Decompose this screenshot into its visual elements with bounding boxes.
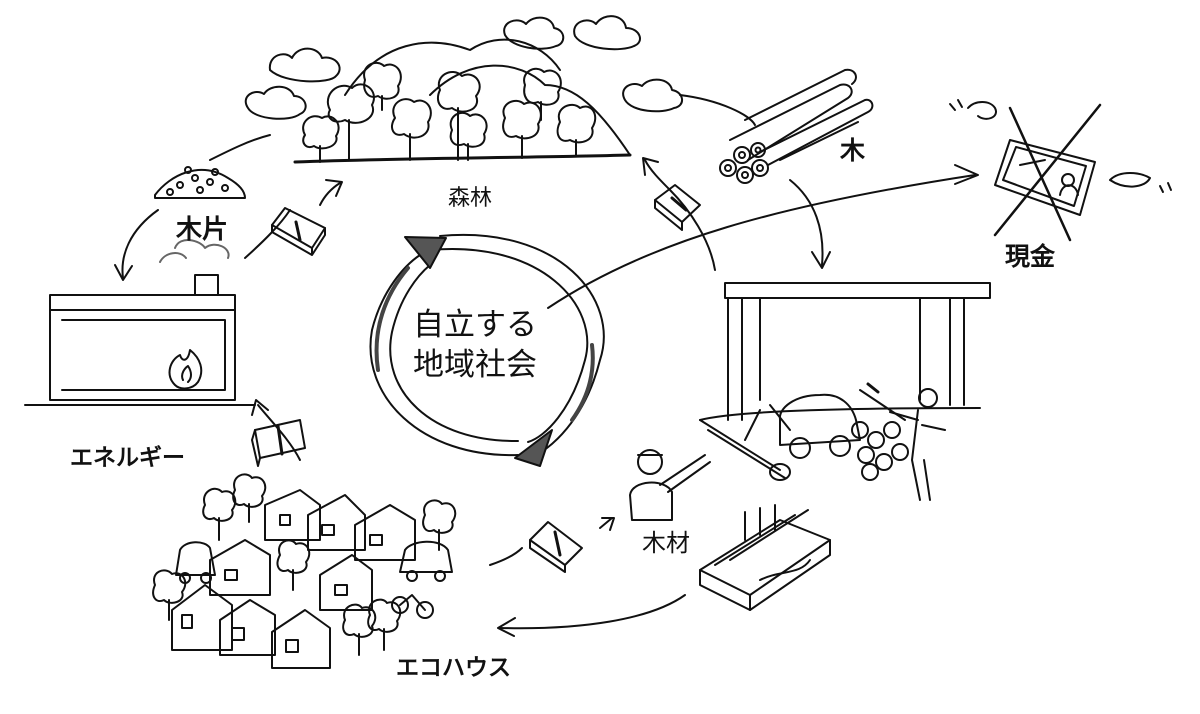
cash-bundle-icon	[271, 207, 326, 256]
label-cash: 現金	[1005, 242, 1056, 271]
tree-icon	[367, 598, 402, 651]
tree-icon	[523, 67, 562, 121]
energy-plant-illustration	[24, 239, 256, 406]
cash-bundle-icon	[529, 521, 583, 573]
house-icon	[264, 489, 321, 541]
house-icon	[307, 494, 366, 551]
tree-icon	[202, 487, 237, 541]
lumber-illustration	[629, 449, 831, 611]
tree-icon	[556, 103, 597, 157]
central-cycle-arrow	[369, 233, 605, 467]
cloud-icon	[622, 78, 683, 113]
logs-illustration	[719, 68, 874, 184]
flow-arrows	[114, 94, 831, 637]
label-energy: エネルギー	[70, 445, 185, 471]
tree-icon	[449, 111, 488, 161]
tree-icon	[152, 569, 187, 621]
house-icon	[271, 609, 331, 669]
tree-icon	[232, 473, 267, 523]
arrow-to-cash	[547, 174, 976, 309]
cloud-icon	[573, 15, 641, 51]
center-title: 自立する 地域社会	[390, 305, 560, 385]
house-icon	[319, 554, 373, 611]
flame-icon	[168, 349, 203, 390]
cloud-icon	[244, 85, 307, 120]
tree-icon	[276, 539, 311, 591]
label-lumber: 木材	[642, 529, 690, 557]
tree-icon	[436, 71, 481, 161]
tree-icon	[363, 61, 402, 111]
house-icon	[219, 599, 276, 656]
tree-icon	[502, 99, 542, 159]
cash-crossed-out-illustration	[949, 99, 1172, 242]
cash-bundle-icon	[654, 184, 701, 231]
label-woodchips: 木片	[176, 215, 229, 245]
center-title-line2: 地域社会	[413, 347, 537, 383]
label-ecohouse: エコハウス	[396, 655, 511, 681]
car-icon	[399, 540, 453, 582]
tree-icon	[302, 115, 340, 163]
tree-icon	[391, 98, 432, 161]
sawmill-illustration	[699, 282, 991, 501]
house-icon	[209, 539, 271, 596]
ecohouse-village-illustration	[152, 473, 457, 669]
tree-icon	[342, 603, 377, 656]
forest-illustration	[244, 15, 683, 164]
house-icon	[354, 504, 416, 561]
cash-bundle-icon	[251, 419, 306, 467]
label-forest: 森林	[448, 186, 493, 211]
tree-icon	[422, 499, 457, 551]
cloud-icon	[503, 16, 565, 50]
woodchips-pile-illustration	[154, 166, 246, 199]
label-wood: 木	[840, 136, 866, 165]
tree-icon	[327, 83, 375, 161]
cloud-icon	[268, 47, 341, 83]
center-title-line1: 自立する	[413, 307, 537, 343]
